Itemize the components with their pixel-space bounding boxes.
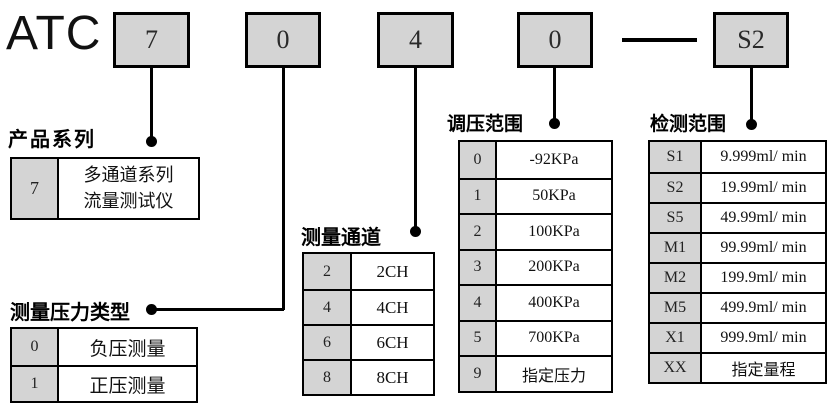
table-row: 0 负压测量 [12,329,196,365]
code-cell: 1 [460,179,497,213]
code-cell: 0 [12,329,59,365]
desc-cell: 50KPa [532,187,576,205]
desc-cell: -92KPa [529,150,579,168]
desc-cell: 499.9ml/ min [720,299,807,316]
detection-range-table: S1 9.999ml/ min S2 19.99ml/ min S5 49.99… [648,140,827,384]
connector-dot-channels [410,226,421,237]
table-row: 1 50KPa [460,177,611,213]
connector-line-pressure-type-vertical [282,68,285,310]
desc-cell: 99.99ml/ min [720,239,807,256]
code-cell: XX [650,354,702,382]
desc-cell: 指定量程 [731,362,796,379]
connector-dot-pressure-range [549,118,560,129]
code-cell: 2 [304,254,352,289]
table-row: 9 指定压力 [460,355,611,391]
connector-line-pressure-type-horizontal [151,308,284,311]
desc-cell: 19.99ml/ min [720,179,807,196]
desc-cell: 999.9ml/ min [720,329,807,346]
desc-cell: 4CH [376,297,409,317]
desc-cell: 多通道系列 流量测试仪 [83,165,174,211]
code-cell: 1 [12,367,59,401]
desc-cell: 49.99ml/ min [720,209,807,226]
code-cell: M1 [650,234,702,262]
model-code-dash [622,38,697,42]
code-cell: 3 [460,250,497,284]
table-row: 2 100KPa [460,213,611,249]
code-cell: S1 [650,142,702,172]
pressure-range-table: 0 -92KPa 1 50KPa 2 100KPa 3 200KPa 4 400… [458,140,613,393]
table-row: 7 多通道系列 流量测试仪 [12,159,198,218]
code-cell: 8 [304,361,352,394]
connector-line-series [150,68,153,138]
table-row: 1 正压测量 [12,365,196,401]
code-cell: M5 [650,294,702,322]
table-row: 4 400KPa [460,284,611,320]
desc-cell: 6CH [376,332,409,352]
product-series-table: 7 多通道系列 流量测试仪 [10,157,200,220]
model-code-box-series: 7 [113,12,190,68]
model-prefix: ATC [6,7,102,60]
desc-cell: 正压测量 [89,375,166,397]
code-cell: 0 [460,142,497,178]
table-row: 3 200KPa [460,248,611,284]
table-row: 0 -92KPa [460,142,611,178]
table-row: M1 99.99ml/ min [650,232,825,262]
table-row: M5 499.9ml/ min [650,292,825,322]
connector-line-detection-range [750,68,753,121]
pressure-type-table: 0 负压测量 1 正压测量 [10,327,198,403]
desc-cell: 8CH [376,367,409,387]
desc-cell: 指定压力 [521,367,586,385]
desc-cell: 负压测量 [89,338,166,360]
connector-line-channels [414,68,417,228]
code-cell: 6 [304,326,352,359]
connector-line-pressure-range [553,68,556,120]
section-title-product-series: 产品系列 [8,129,96,151]
code-cell: S2 [650,174,702,202]
code-cell: 4 [304,291,352,324]
code-cell: X1 [650,324,702,352]
table-row: 6 6CH [304,324,433,359]
section-title-detection-range: 检测范围 [650,114,727,135]
table-row: X1 999.9ml/ min [650,322,825,352]
connector-dot-pressure-type [146,304,157,315]
table-row: S2 19.99ml/ min [650,172,825,202]
connector-dot-detection-range [746,119,757,130]
desc-cell: 2CH [376,261,409,281]
channels-table: 2 2CH 4 4CH 6 6CH 8 8CH [302,252,435,396]
desc-cell: 700KPa [528,329,580,347]
table-row: XX 指定量程 [650,352,825,382]
section-title-pressure-type: 测量压力类型 [10,302,130,324]
section-title-channels: 测量通道 [301,227,381,249]
desc-cell: 9.999ml/ min [720,148,807,165]
table-row: 8 8CH [304,359,433,394]
connector-dot-series [146,136,157,147]
code-cell: 9 [460,357,497,391]
code-cell: 2 [460,215,497,249]
model-code-box-detection-range: S2 [713,12,789,68]
table-row: 5 700KPa [460,319,611,355]
table-row: S5 49.99ml/ min [650,202,825,232]
model-code-box-channels: 4 [377,12,454,68]
desc-cell: 200KPa [528,258,580,276]
code-cell: 5 [460,321,497,355]
model-code-box-pressure-type: 0 [245,12,321,68]
table-row: M2 199.9ml/ min [650,262,825,292]
desc-cell: 199.9ml/ min [720,269,807,286]
code-cell: S5 [650,204,702,232]
desc-cell: 400KPa [528,293,580,311]
model-code-box-pressure-range: 0 [517,12,593,68]
table-row: 4 4CH [304,289,433,324]
section-title-pressure-range: 调压范围 [447,114,524,135]
code-cell: 7 [12,159,59,218]
code-cell: M2 [650,264,702,292]
table-row: 2 2CH [304,254,433,289]
table-row: S1 9.999ml/ min [650,142,825,172]
desc-cell: 100KPa [528,222,580,240]
code-cell: 4 [460,286,497,320]
